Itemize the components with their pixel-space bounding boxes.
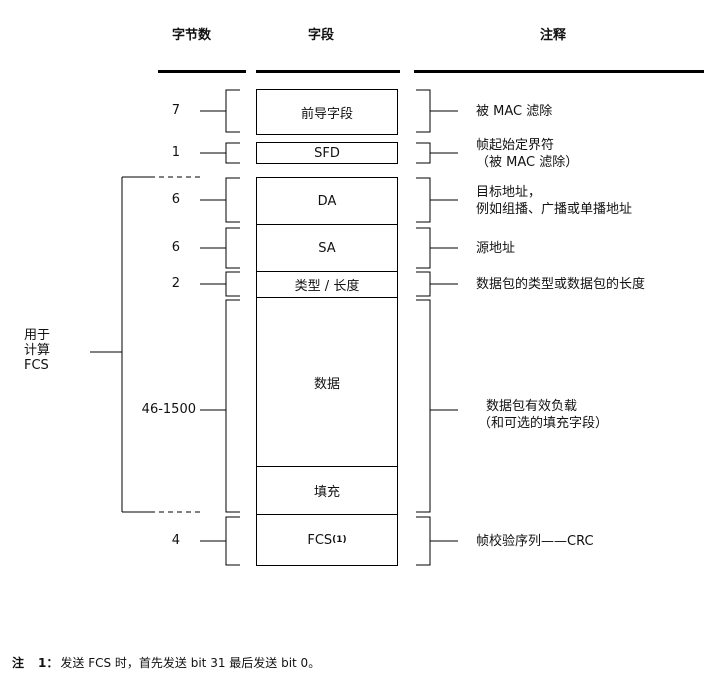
note-da-line-2: 例如组播、广播或单播地址 [476, 202, 633, 217]
note-sfd: 帧起始定界符 （被 MAC 滤除） [476, 137, 578, 171]
field-pad-label: 填充 [313, 485, 340, 500]
field-fcs: FCS(1) [256, 514, 398, 566]
field-type-length-label: 类型 / 长度 [294, 279, 360, 294]
note-preamble: 被 MAC 滤除 [476, 103, 552, 120]
field-fcs-label: FCS [307, 532, 333, 548]
field-sfd-label: SFD [314, 145, 340, 161]
bytes-fcs: 4 [171, 533, 180, 548]
footnote-label: 注 [12, 656, 25, 670]
header-rule-notes [414, 70, 704, 73]
note-type-length: 数据包的类型或数据包的长度 [476, 276, 645, 293]
bytes-data: 46-1500 [141, 402, 196, 417]
field-type-length: 类型 / 长度 [256, 271, 398, 298]
bytes-preamble: 7 [171, 103, 180, 118]
note-sa-line: 源地址 [476, 241, 516, 256]
note-preamble-line: 被 MAC 滤除 [476, 104, 553, 119]
bytes-type-length: 2 [171, 276, 180, 291]
fcs-range-label: 用于 计算 FCS [24, 328, 50, 373]
field-sa-label: SA [318, 240, 336, 256]
fcs-range-label-line-1: 用于 [24, 328, 51, 343]
fcs-range-label-line-3: FCS [24, 358, 49, 373]
note-data-line-1: 数据包有效负载 [486, 399, 578, 414]
footnote-text: 发送 FCS 时，首先发送 bit 31 最后发送 bit 0。 [60, 656, 321, 670]
note-fcs: 帧校验序列——CRC [476, 533, 594, 550]
field-data: 数据 [256, 297, 398, 467]
note-sfd-line-1: 帧起始定界符 [476, 138, 555, 153]
note-sfd-line-2: （被 MAC 滤除） [476, 155, 579, 170]
field-da: DA [256, 177, 398, 225]
field-pad: 填充 [256, 466, 398, 515]
note-da: 目标地址， 例如组播、广播或单播地址 [476, 184, 632, 218]
footnote-number: 1： [38, 656, 59, 670]
bytes-sfd: 1 [171, 145, 180, 160]
footnote: 注 1：发送 FCS 时，首先发送 bit 31 最后发送 bit 0。 [12, 654, 320, 671]
field-sa: SA [256, 224, 398, 272]
fcs-range-label-line-2: 计算 [24, 343, 51, 358]
note-data: 数据包有效负载 （和可选的填充字段） [478, 398, 608, 432]
header-rule-bytes [158, 70, 246, 73]
note-fcs-line: 帧校验序列——CRC [476, 534, 594, 549]
header-field: 字段 [308, 28, 335, 43]
header-rule-field [256, 70, 400, 73]
field-preamble: SFD 前导字段 [256, 89, 398, 135]
note-da-line-1: 目标地址， [476, 185, 542, 200]
note-data-line-2: （和可选的填充字段） [478, 416, 609, 431]
field-sfd: SFD [256, 142, 398, 164]
field-data-label: 数据 [313, 376, 340, 392]
bytes-da: 6 [171, 192, 180, 207]
note-sa: 源地址 [476, 240, 515, 257]
header-notes: 注释 [540, 28, 567, 43]
field-fcs-footnote-ref: (1) [332, 535, 347, 545]
bytes-sa: 6 [171, 240, 180, 255]
field-da-label: DA [317, 193, 337, 209]
header-bytes: 字节数 [172, 28, 212, 43]
note-type-length-line: 数据包的类型或数据包的长度 [476, 277, 646, 292]
field-preamble-text: 前导字段 [300, 106, 353, 122]
